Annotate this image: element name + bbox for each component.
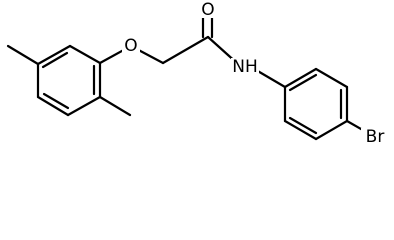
ring-bond (36, 95, 70, 117)
ring-bond (68, 44, 102, 65)
ring-bond-double (42, 92, 70, 110)
amide-nitrogen-label: NH (232, 57, 258, 77)
ring-bond (283, 119, 318, 141)
ring-bond (66, 95, 102, 117)
methyl-bond-lower (98, 95, 132, 117)
molecule-structure-diagram: O O NH Br (6, 0, 389, 147)
dimethylphenyl-ring (36, 44, 102, 117)
carbonyl-oxygen-label: O (201, 0, 214, 20)
bromophenyl-ring (283, 67, 349, 141)
ring-bond (314, 67, 349, 89)
amide-nitrogen-bg (231, 58, 259, 76)
carbonyl-oxygen-bg (199, 1, 216, 18)
ring-bond-double (288, 116, 318, 135)
bromine-label: Br (366, 127, 385, 147)
bromine-bg (361, 128, 389, 146)
ether-oxygen-label: O (124, 36, 137, 56)
ether-oxygen-bg (122, 37, 140, 55)
ring-bond (283, 67, 318, 89)
methyl-bond-upper (6, 44, 40, 66)
ring-bond-double (41, 51, 69, 69)
ring-bond (314, 119, 349, 141)
nitrogen-aryl-bond (254, 68, 287, 89)
ring-bond (36, 44, 72, 66)
ch2-carbonyl-bond (161, 35, 210, 65)
ring-bond-double (288, 73, 318, 92)
